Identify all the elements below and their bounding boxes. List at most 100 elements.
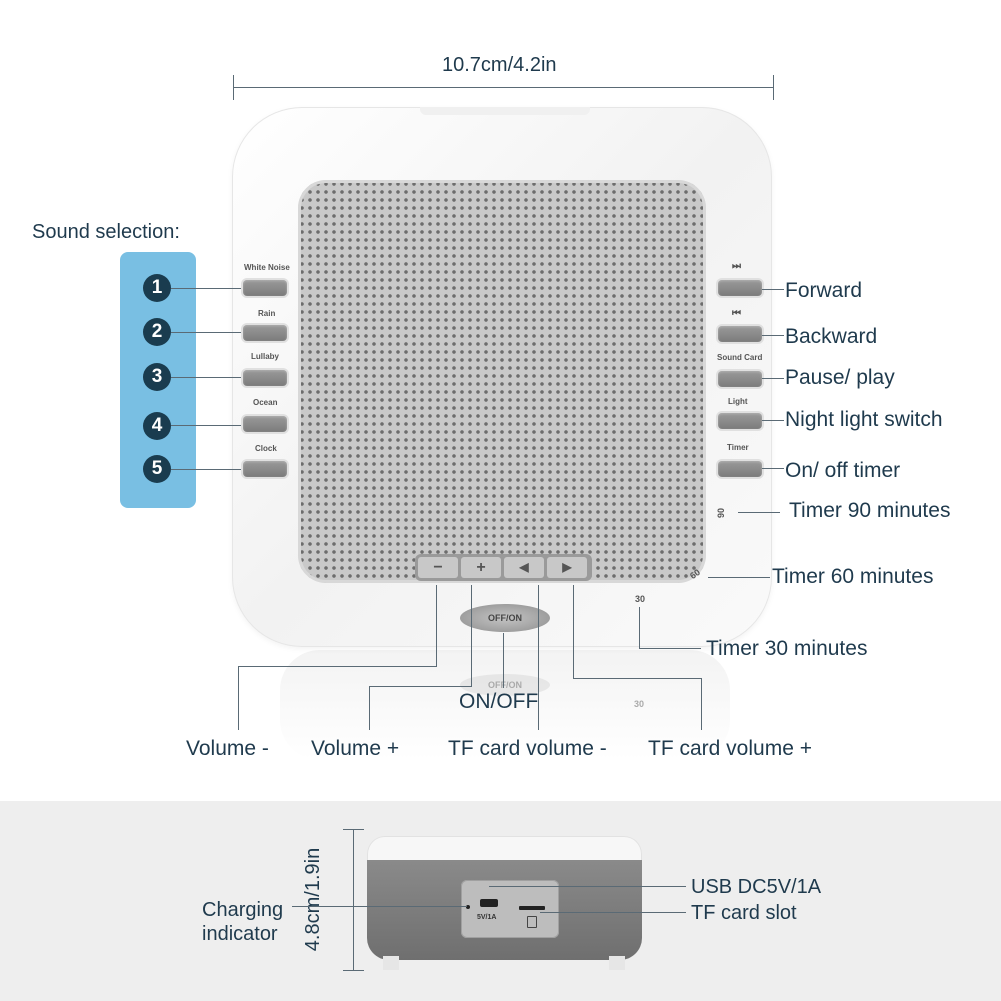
leader-timer-90: [738, 512, 780, 513]
label-lullaby: Lullaby: [251, 352, 280, 361]
callout-onoff: ON/OFF: [459, 690, 539, 713]
timer-button[interactable]: [718, 461, 762, 477]
sound-number-4: 4: [143, 412, 171, 440]
leader-volume-minus-v2: [238, 666, 239, 730]
device-side-view: 5V/1A: [367, 836, 642, 972]
sound-number-5: 5: [143, 455, 171, 483]
callout-timer-30: Timer 30 minutes: [706, 637, 868, 660]
backward-button[interactable]: [718, 326, 762, 342]
label-ocean: Ocean: [253, 398, 278, 407]
leader-tf-plus-v2: [701, 678, 702, 730]
device-reflection: [280, 650, 730, 760]
callout-timer-60: Timer 60 minutes: [772, 565, 934, 588]
leader-sound-2: [171, 332, 243, 333]
leader-sound-5: [171, 469, 243, 470]
label-timer: Timer: [727, 443, 749, 452]
leader-charging: [292, 906, 467, 907]
callout-pause-play: Pause/ play: [785, 366, 895, 389]
leader-forward: [762, 289, 784, 290]
side-foot-left: [383, 956, 399, 970]
white-noise-button[interactable]: [243, 280, 287, 296]
backward-icon: ⏮: [732, 308, 741, 319]
callout-usb: USB DC5V/1A: [691, 876, 822, 898]
leader-volume-minus-h: [238, 666, 437, 667]
forward-button[interactable]: [718, 280, 762, 296]
leader-timer-30-horizontal: [639, 648, 701, 649]
off-on-reflection: OFF/ON: [460, 674, 550, 696]
speaker-grille: [298, 180, 706, 583]
callout-volume-plus: Volume +: [311, 737, 400, 760]
leader-timer-60: [708, 577, 770, 578]
leader-light: [762, 420, 784, 421]
callout-charging-line1: Charging indicator: [202, 898, 297, 946]
callout-timer: On/ off timer: [785, 459, 901, 482]
lullaby-button[interactable]: [243, 370, 287, 386]
timer-mark-reflection: 30: [634, 699, 645, 709]
callout-tf-plus: TF card volume +: [648, 737, 812, 760]
tf-card-icon: [527, 916, 537, 928]
leader-tf-slot: [540, 912, 686, 913]
height-dimension-line: [353, 829, 354, 970]
leader-pause: [762, 378, 784, 379]
callout-volume-minus: Volume -: [186, 737, 269, 760]
bottom-control-bar: − + ◀ ▶: [415, 554, 592, 581]
sound-number-3: 3: [143, 363, 171, 391]
sound-number-2: 2: [143, 318, 171, 346]
tf-volume-minus-button[interactable]: ◀: [504, 557, 544, 578]
timer-mark-90: 90: [716, 507, 727, 519]
callout-forward: Forward: [785, 279, 863, 302]
off-on-button[interactable]: OFF/ON: [460, 604, 550, 632]
forward-icon: ⏭: [732, 261, 741, 272]
timer-mark-30: 30: [635, 594, 646, 604]
leader-sound-4: [171, 425, 243, 426]
label-clock: Clock: [255, 444, 277, 453]
callout-charging: Charging indicator: [202, 899, 284, 945]
leader-usb: [489, 886, 686, 887]
clock-button[interactable]: [243, 461, 287, 477]
height-dimension-label: 4.8cm/1.9in: [302, 847, 325, 952]
callout-night-light: Night light switch: [785, 408, 943, 431]
usb-port: [480, 899, 498, 907]
width-dimension-tick-right: [773, 75, 774, 100]
device-top-notch: [420, 107, 590, 115]
leader-timer-30-vertical: [639, 607, 640, 648]
leader-tf-plus-v1: [573, 585, 574, 679]
width-dimension-label: 10.7cm/4.2in: [442, 54, 557, 76]
sound-selection-heading: Sound selection:: [32, 221, 180, 243]
sound-number-1: 1: [143, 274, 171, 302]
charging-indicator-light: [466, 905, 470, 909]
leader-sound-1: [171, 288, 243, 289]
ocean-button[interactable]: [243, 416, 287, 432]
label-rain: Rain: [258, 309, 276, 318]
callout-tf-minus: TF card volume -: [448, 737, 607, 760]
label-white-noise: White Noise: [244, 263, 290, 272]
label-light: Light: [728, 397, 748, 406]
volume-plus-button[interactable]: +: [461, 557, 501, 578]
leader-volume-minus-v1: [436, 585, 437, 667]
volume-minus-button[interactable]: −: [418, 557, 458, 578]
leader-sound-3: [171, 377, 243, 378]
label-sound-card: Sound Card: [717, 353, 763, 362]
side-foot-right: [609, 956, 625, 970]
callout-tf-slot: TF card slot: [691, 902, 797, 924]
port-mark: 5V/1A: [477, 914, 497, 921]
leader-tf-plus-h: [573, 678, 702, 679]
callout-backward: Backward: [785, 325, 878, 348]
width-dimension-line: [233, 87, 774, 88]
tf-volume-plus-button[interactable]: ▶: [547, 557, 587, 578]
leader-volume-plus-v2: [369, 686, 370, 730]
leader-tf-minus: [538, 585, 539, 730]
height-dimension-tick-top: [343, 829, 364, 830]
leader-backward: [762, 335, 784, 336]
leader-volume-plus-v1: [471, 585, 472, 687]
leader-timer: [762, 468, 784, 469]
tf-card-slot: [519, 906, 545, 910]
night-light-button[interactable]: [718, 413, 762, 429]
leader-volume-plus-h: [369, 686, 472, 687]
pause-play-button[interactable]: [718, 371, 762, 387]
rain-button[interactable]: [243, 325, 287, 341]
callout-timer-90: Timer 90 minutes: [789, 499, 951, 522]
height-dimension-tick-bottom: [343, 970, 364, 971]
leader-onoff: [503, 633, 504, 688]
width-dimension-tick-left: [233, 75, 234, 100]
